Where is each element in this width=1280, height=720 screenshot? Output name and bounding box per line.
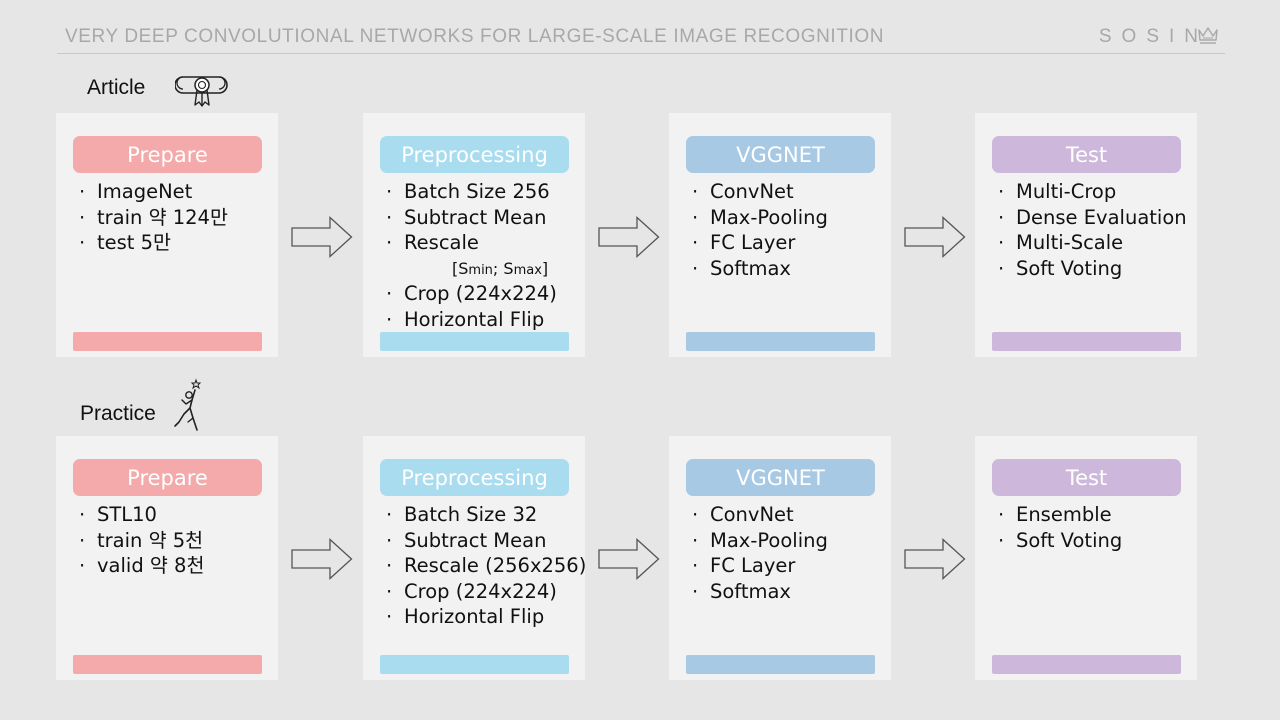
- card-footer-bar: [380, 332, 569, 351]
- list-item: ·Rescale: [386, 231, 479, 255]
- right-arrow-icon: [904, 216, 966, 258]
- person-reaching-star-icon: [174, 378, 202, 431]
- list-item: ·Max-Pooling: [692, 528, 828, 552]
- article-test-card: Test ·Multi-Crop ·Dense Evaluation ·Mult…: [975, 113, 1197, 357]
- page-title: VERY DEEP CONVOLUTIONAL NETWORKS FOR LAR…: [65, 26, 885, 47]
- list-item: ·Multi-Scale: [998, 231, 1124, 255]
- section-label-practice: Practice: [80, 402, 156, 425]
- article-prepare-card: Prepare ·ImageNet ·train 약 124만 ·test 5만: [56, 113, 278, 357]
- list-item: ·ConvNet: [692, 503, 794, 526]
- card-list: ·Batch Size 32 ·Subtract Mean ·Rescale (…: [386, 502, 586, 630]
- list-item: ·test 5만: [79, 231, 171, 255]
- right-arrow-icon: [598, 216, 660, 258]
- list-item: ·Horizontal Flip: [386, 307, 545, 331]
- list-item: ·Softmax: [692, 579, 791, 603]
- list-item: ·train 약 124만: [79, 205, 228, 229]
- card-footer-bar: [686, 332, 875, 351]
- card-list: ·ConvNet ·Max-Pooling ·FC Layer ·Softmax: [692, 179, 828, 281]
- list-item: ·Softmax: [692, 256, 791, 280]
- card-list: ·Batch Size 256 ·Subtract Mean ·Rescale …: [386, 179, 557, 333]
- card-footer-bar: [992, 655, 1181, 674]
- list-item: ·FC Layer: [692, 554, 796, 578]
- card-title: Test: [992, 136, 1181, 173]
- list-item: ·STL10: [79, 503, 157, 526]
- card-title: Preprocessing: [380, 136, 569, 173]
- right-arrow-icon: [291, 216, 353, 258]
- card-list: ·ConvNet ·Max-Pooling ·FC Layer ·Softmax: [692, 502, 828, 604]
- right-arrow-icon: [291, 538, 353, 580]
- list-item: ·Batch Size 32: [386, 503, 538, 526]
- practice-test-card: Test ·Ensemble ·Soft Voting: [975, 436, 1197, 680]
- card-title: Preprocessing: [380, 459, 569, 496]
- card-footer-bar: [73, 655, 262, 674]
- list-item: ·valid 약 8천: [79, 554, 205, 578]
- list-item: ·Batch Size 256: [386, 180, 550, 203]
- card-footer-bar: [686, 655, 875, 674]
- card-footer-bar: [380, 655, 569, 674]
- list-item: ·ImageNet: [79, 180, 193, 203]
- list-item: ·FC Layer: [692, 231, 796, 255]
- certificate-icon: [175, 76, 228, 107]
- list-item: ·Horizontal Flip: [386, 605, 545, 629]
- practice-vggnet-card: VGGNET ·ConvNet ·Max-Pooling ·FC Layer ·…: [669, 436, 891, 680]
- card-footer-bar: [992, 332, 1181, 351]
- card-title: VGGNET: [686, 136, 875, 173]
- practice-preprocessing-card: Preprocessing ·Batch Size 32 ·Subtract M…: [363, 436, 586, 680]
- card-footer-bar: [73, 332, 262, 351]
- rescale-range: [Smin; Smax]: [452, 258, 549, 278]
- right-arrow-icon: [598, 538, 660, 580]
- right-arrow-icon: [904, 538, 966, 580]
- list-item: ·Subtract Mean: [386, 205, 547, 229]
- list-item: ·train 약 5천: [79, 528, 204, 552]
- section-label-article: Article: [87, 76, 146, 99]
- list-item: ·Subtract Mean: [386, 528, 547, 552]
- article-preprocessing-card: Preprocessing ·Batch Size 256 ·Subtract …: [363, 113, 585, 357]
- list-item: ·Dense Evaluation: [998, 205, 1187, 229]
- list-item: ·Soft Voting: [998, 256, 1123, 280]
- card-list: ·STL10 ·train 약 5천 ·valid 약 8천: [79, 502, 204, 579]
- list-item: ·Multi-Crop: [998, 180, 1117, 203]
- brand-name: SOSIN: [1098, 26, 1208, 47]
- card-title: Prepare: [73, 136, 262, 173]
- card-title: Test: [992, 459, 1181, 496]
- list-item: ·Ensemble: [998, 503, 1112, 526]
- list-item: ·Crop (224x224): [386, 282, 557, 306]
- crown-icon: [1198, 27, 1218, 44]
- article-vggnet-card: VGGNET ·ConvNet ·Max-Pooling ·FC Layer ·…: [669, 113, 891, 357]
- list-item: ·Soft Voting: [998, 528, 1123, 552]
- list-item: ·Max-Pooling: [692, 205, 828, 229]
- header-divider: [57, 53, 1225, 54]
- list-item: ·ConvNet: [692, 180, 794, 203]
- practice-prepare-card: Prepare ·STL10 ·train 약 5천 ·valid 약 8천: [56, 436, 278, 680]
- list-item: ·Crop (224x224): [386, 579, 557, 603]
- card-title: Prepare: [73, 459, 262, 496]
- card-title: VGGNET: [686, 459, 875, 496]
- card-list: ·ImageNet ·train 약 124만 ·test 5만: [79, 179, 228, 256]
- card-list: ·Ensemble ·Soft Voting: [998, 502, 1122, 553]
- list-item: ·Rescale (256x256): [386, 554, 587, 578]
- card-list: ·Multi-Crop ·Dense Evaluation ·Multi-Sca…: [998, 179, 1187, 281]
